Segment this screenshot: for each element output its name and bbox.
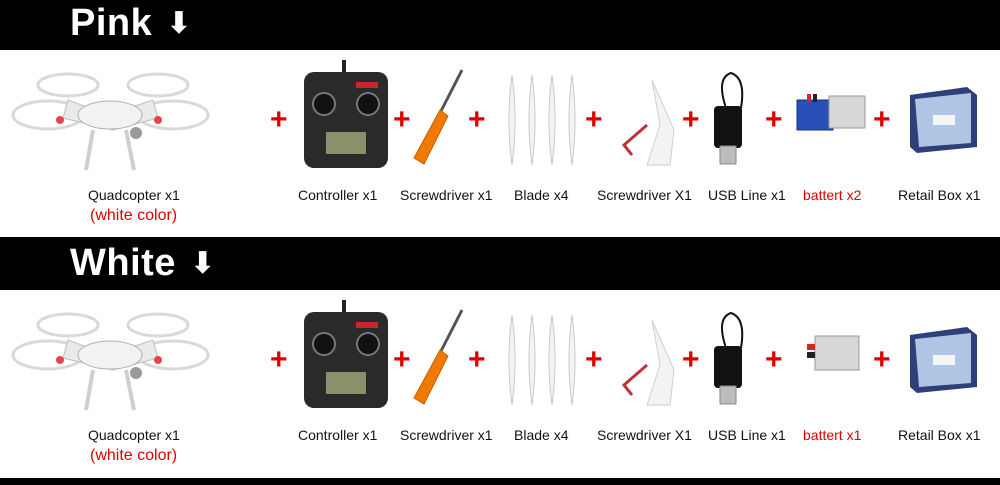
caption-battery: battert x2 — [803, 187, 862, 203]
usb-cable-icon — [706, 68, 756, 173]
caption-quadcopter-color: (white color) — [90, 447, 178, 464]
caption-quadcopter: Quadcopter x1 — [88, 427, 180, 443]
down-arrow-icon: ⬇ — [189, 247, 216, 280]
plus-icon: + — [270, 343, 288, 376]
quadcopter-icon — [8, 60, 213, 180]
caption-retail-box: Retail Box x1 — [898, 187, 981, 203]
caption-usb-line: USB Line x1 — [708, 427, 786, 443]
caption-controller: Controller x1 — [298, 427, 378, 443]
section-title: White ⬇ — [70, 242, 216, 285]
down-arrow-icon: ⬇ — [166, 7, 192, 40]
plus-icon: + — [585, 343, 603, 376]
caption-usb-line: USB Line x1 — [708, 187, 786, 203]
controller-icon — [300, 60, 392, 173]
plus-icon: + — [873, 103, 891, 136]
plus-icon: + — [468, 103, 486, 136]
caption-screwdriver: Screwdriver x1 — [400, 427, 493, 443]
plus-icon: + — [270, 103, 288, 136]
caption-blade: Blade x4 — [514, 187, 569, 203]
screwdriver-icon — [410, 68, 470, 173]
usb-cable-icon — [706, 308, 756, 413]
plus-icon: + — [765, 343, 783, 376]
controller-icon — [300, 300, 392, 413]
quadcopter-icon — [8, 300, 213, 420]
caption-battery: battert x1 — [803, 427, 862, 443]
plus-icon: + — [682, 343, 700, 376]
contents-row-white: + + + + — [0, 290, 1000, 480]
battery-icon — [795, 90, 867, 145]
section-header-white: White ⬇ — [0, 237, 1000, 290]
caption-screwdriver: Screwdriver x1 — [400, 187, 493, 203]
plus-icon: + — [765, 103, 783, 136]
blade-icon — [502, 70, 582, 175]
caption-guard: Screwdriver X1 — [597, 187, 692, 203]
section-title: Pink ⬇ — [70, 2, 192, 45]
section-title-text: Pink — [70, 2, 153, 44]
guard-icon — [612, 75, 682, 175]
contents-row-pink: + + + + — [0, 50, 1000, 240]
plus-icon: + — [585, 103, 603, 136]
screwdriver-icon — [410, 308, 470, 413]
caption-blade: Blade x4 — [514, 427, 569, 443]
blade-icon — [502, 310, 582, 415]
caption-controller: Controller x1 — [298, 187, 378, 203]
retail-box-icon — [905, 85, 980, 158]
caption-quadcopter: Quadcopter x1 — [88, 187, 180, 203]
plus-icon: + — [393, 103, 411, 136]
plus-icon: + — [393, 343, 411, 376]
section-header-pink: Pink ⬇ — [0, 0, 1000, 50]
section-title-text: White — [70, 242, 176, 284]
guard-icon — [612, 315, 682, 415]
battery-icon — [803, 330, 863, 385]
caption-quadcopter-color: (white color) — [90, 207, 178, 224]
plus-icon: + — [682, 103, 700, 136]
bottom-bar — [0, 478, 1000, 485]
caption-retail-box: Retail Box x1 — [898, 427, 981, 443]
plus-icon: + — [468, 343, 486, 376]
caption-guard: Screwdriver X1 — [597, 427, 692, 443]
plus-icon: + — [873, 343, 891, 376]
retail-box-icon — [905, 325, 980, 398]
